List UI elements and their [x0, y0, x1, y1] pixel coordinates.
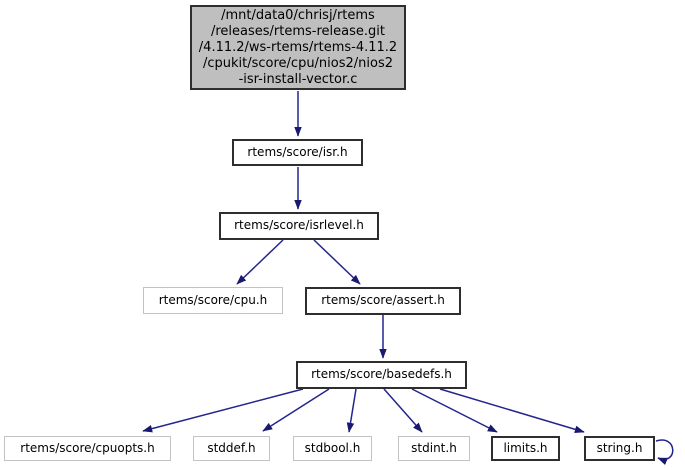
node-limits-h[interactable]: limits.h — [491, 436, 560, 461]
edge-isrlevel-assert — [313, 239, 361, 285]
edge-basedefs-limits — [411, 388, 498, 433]
node-rtems-score-cpu-h: rtems/score/cpu.h — [143, 287, 283, 314]
node-rtems-score-isr-h[interactable]: rtems/score/isr.h — [232, 139, 363, 166]
node-rtems-score-cpuopts-h: rtems/score/cpuopts.h — [4, 436, 171, 461]
edge-isrlevel-cpu — [236, 239, 284, 285]
edge-basedefs-stdint — [383, 388, 423, 433]
node-nios2-isr-install-vector-c: /mnt/data0/chrisj/rtems /releases/rtems-… — [190, 5, 406, 90]
edge-basedefs-string — [439, 388, 585, 434]
edge-basedefs-stdbool — [346, 388, 357, 433]
node-rtems-score-isrlevel-h[interactable]: rtems/score/isrlevel.h — [219, 212, 379, 240]
node-rtems-score-basedefs-h[interactable]: rtems/score/basedefs.h — [296, 361, 467, 389]
node-stdint-h: stdint.h — [398, 436, 470, 461]
edge-basedefs-cpuopts — [142, 388, 304, 433]
node-stddef-h: stddef.h — [193, 436, 270, 461]
edge-string-self-loop — [655, 439, 674, 465]
node-rtems-score-assert-h[interactable]: rtems/score/assert.h — [305, 287, 461, 315]
node-stdbool-h: stdbool.h — [293, 436, 372, 461]
edge-basedefs-stddef — [262, 388, 330, 432]
node-string-h[interactable]: string.h — [584, 436, 655, 461]
